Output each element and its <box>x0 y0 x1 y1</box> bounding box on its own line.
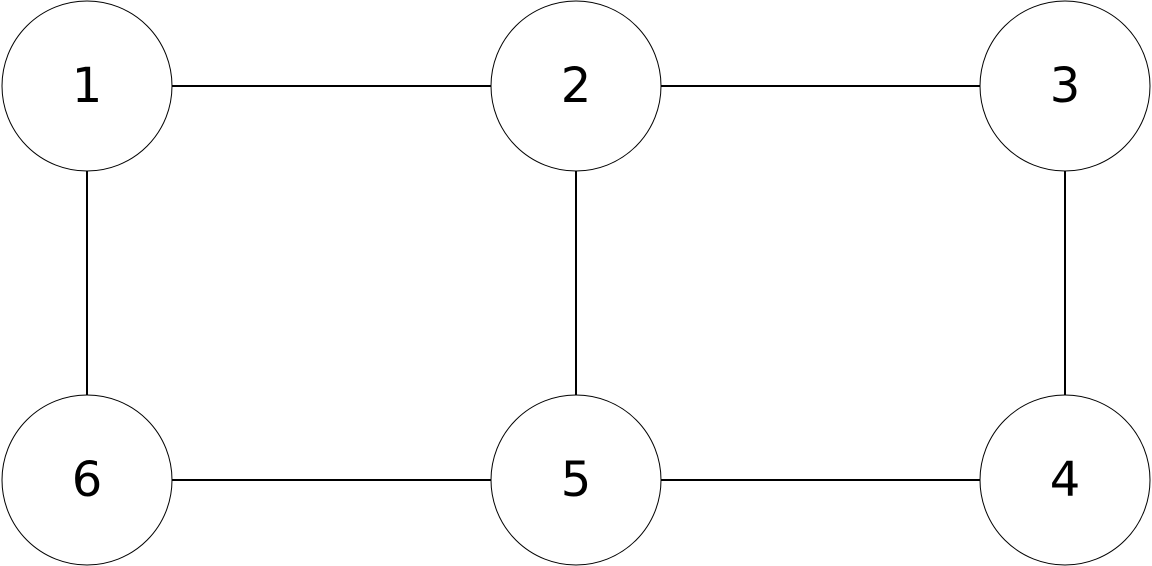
node-circle <box>979 394 1151 566</box>
node-label: 3 <box>1050 58 1081 114</box>
node-label: 4 <box>1050 452 1081 508</box>
node-circle <box>1 394 173 566</box>
node-4: 4 <box>979 394 1151 566</box>
node-5: 5 <box>490 394 662 566</box>
node-circle <box>490 394 662 566</box>
node-label: 2 <box>561 58 592 114</box>
node-label: 5 <box>561 452 592 508</box>
node-circle <box>490 0 662 172</box>
node-1: 1 <box>1 0 173 172</box>
node-label: 1 <box>72 58 103 114</box>
node-label: 6 <box>72 452 103 508</box>
node-3: 3 <box>979 0 1151 172</box>
node-6: 6 <box>1 394 173 566</box>
node-2: 2 <box>490 0 662 172</box>
node-circle <box>979 0 1151 172</box>
node-circle <box>1 0 173 172</box>
